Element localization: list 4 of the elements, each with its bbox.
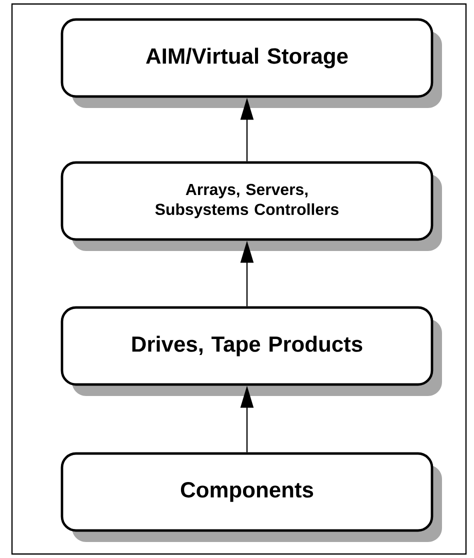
rounded-box: AIM/Virtual Storage (60, 18, 442, 108)
rounded-box: Drives, Tape Products (60, 306, 442, 396)
rounded-box: Components (60, 452, 442, 542)
rounded-box: Arrays, Servers, Subsystems Controllers (60, 161, 442, 251)
